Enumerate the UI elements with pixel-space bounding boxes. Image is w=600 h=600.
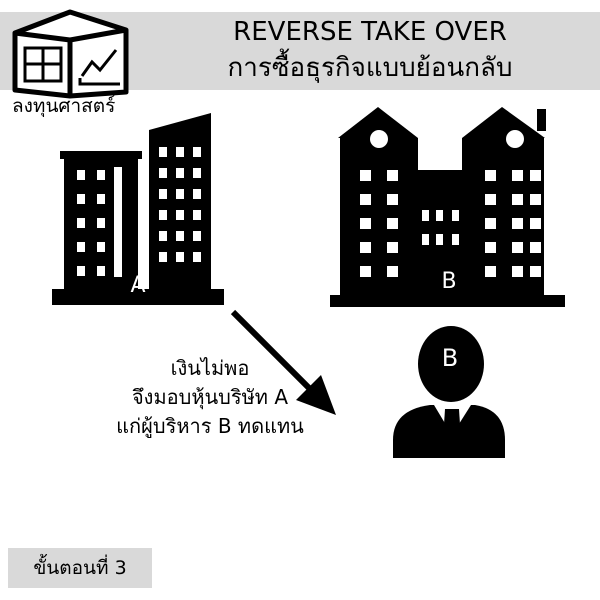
window — [387, 194, 398, 205]
window — [485, 170, 496, 181]
window — [512, 170, 523, 181]
window — [360, 218, 371, 229]
caption-line-2: จึงมอบหุ้นบริษัท A — [131, 385, 289, 409]
window — [512, 194, 523, 205]
window — [159, 147, 167, 157]
logo-text: ลงทุนศาสตร์ — [12, 95, 116, 117]
building-b — [330, 107, 565, 307]
caption-line-3: แก่ผู้บริหาร B ทดแทน — [116, 414, 304, 438]
window — [530, 194, 541, 205]
window — [176, 168, 184, 178]
step-badge: ขั้นตอนที่ 3 — [8, 548, 152, 588]
window — [193, 147, 201, 157]
window — [159, 231, 167, 241]
window — [387, 266, 398, 277]
window — [360, 170, 371, 181]
window — [77, 218, 85, 228]
window — [97, 266, 105, 276]
window — [530, 266, 541, 277]
window — [387, 218, 398, 229]
window — [159, 210, 167, 220]
window — [97, 218, 105, 228]
window — [159, 252, 167, 262]
window — [452, 210, 459, 221]
businessman-icon — [393, 326, 505, 458]
window — [512, 242, 523, 253]
window — [176, 231, 184, 241]
window — [422, 210, 429, 221]
person-label: B — [442, 344, 458, 372]
window — [512, 218, 523, 229]
title-line-1: REVERSE TAKE OVER — [233, 17, 507, 47]
building-a-label: A — [130, 273, 145, 298]
building-a — [52, 113, 224, 305]
window — [176, 189, 184, 199]
window — [176, 210, 184, 220]
title-line-2: การซื้อธุรกิจแบบย้อนกลับ — [227, 53, 513, 83]
window — [387, 170, 398, 181]
window — [77, 242, 85, 252]
window — [485, 218, 496, 229]
window — [436, 210, 443, 221]
window — [530, 218, 541, 229]
window — [360, 194, 371, 205]
window — [512, 266, 523, 277]
window — [97, 170, 105, 180]
window — [485, 194, 496, 205]
window — [97, 242, 105, 252]
window — [360, 266, 371, 277]
window — [485, 242, 496, 253]
window — [193, 252, 201, 262]
window — [530, 170, 541, 181]
window — [436, 234, 443, 245]
caption-line-1: เงินไม่พอ — [170, 356, 250, 380]
window — [452, 234, 459, 245]
window — [530, 242, 541, 253]
window — [176, 147, 184, 157]
window — [193, 168, 201, 178]
arrow-icon — [230, 309, 336, 415]
window — [176, 252, 184, 262]
window — [77, 170, 85, 180]
window — [159, 189, 167, 199]
window — [77, 194, 85, 204]
window — [77, 266, 85, 276]
window — [360, 242, 371, 253]
window — [193, 210, 201, 220]
window — [193, 189, 201, 199]
window — [422, 234, 429, 245]
box-chart-icon — [12, 9, 129, 99]
window — [485, 266, 496, 277]
caption: เงินไม่พอ จึงมอบหุ้นบริษัท A แก่ผู้บริหา… — [90, 354, 330, 441]
window — [97, 194, 105, 204]
window — [159, 168, 167, 178]
window — [193, 231, 201, 241]
building-b-label: B — [441, 269, 456, 294]
window — [387, 242, 398, 253]
